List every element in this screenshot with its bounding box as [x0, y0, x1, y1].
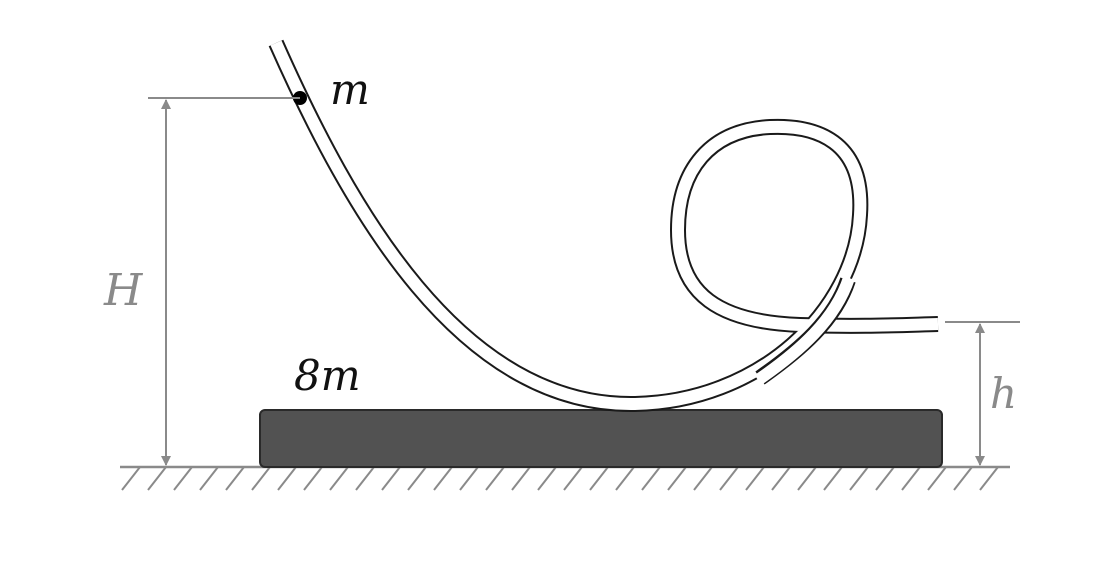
hatch-line [485, 466, 505, 491]
hatch-line [511, 466, 531, 491]
hatch-line [719, 466, 739, 491]
ground-hatching [121, 466, 999, 491]
hatch-line [303, 466, 323, 491]
hatch-line [173, 466, 193, 491]
hatch-line [771, 466, 791, 491]
hatch-line [329, 466, 349, 491]
hatch-line [121, 466, 141, 491]
hatch-line [563, 466, 583, 491]
ground [120, 465, 1010, 491]
hatch-line [459, 466, 479, 491]
hatch-line [693, 466, 713, 491]
hatch-line [433, 466, 453, 491]
hatch-line [199, 466, 219, 491]
hatch-line [251, 466, 271, 491]
hatch-line [849, 466, 869, 491]
block [259, 409, 943, 468]
hatch-line [147, 466, 167, 491]
hatch-line [225, 466, 245, 491]
hatch-line [615, 466, 635, 491]
hatch-line [979, 466, 999, 491]
dimension-H [148, 97, 300, 466]
height-exit-label: h [990, 369, 1017, 418]
ball-mass-label: m [330, 65, 370, 114]
hatch-line [641, 466, 661, 491]
height-start-label: H [103, 265, 144, 316]
hatch-line [745, 466, 765, 491]
dimension-h [945, 321, 1020, 466]
hatch-line [901, 466, 921, 491]
hatch-line [823, 466, 843, 491]
hatch-line [355, 466, 375, 491]
track [268, 39, 939, 413]
hatch-line [407, 466, 427, 491]
hatch-line [953, 466, 973, 491]
track-crossing-segment-inner [754, 275, 855, 385]
hatch-line [875, 466, 895, 491]
hatch-line [589, 466, 609, 491]
hatch-line [797, 466, 817, 491]
hatch-line [537, 466, 557, 491]
hatch-line [927, 466, 947, 491]
hatch-line [381, 466, 401, 491]
hatch-line [667, 466, 687, 491]
hatch-line [277, 466, 297, 491]
block-mass-label: 8m [294, 351, 361, 400]
